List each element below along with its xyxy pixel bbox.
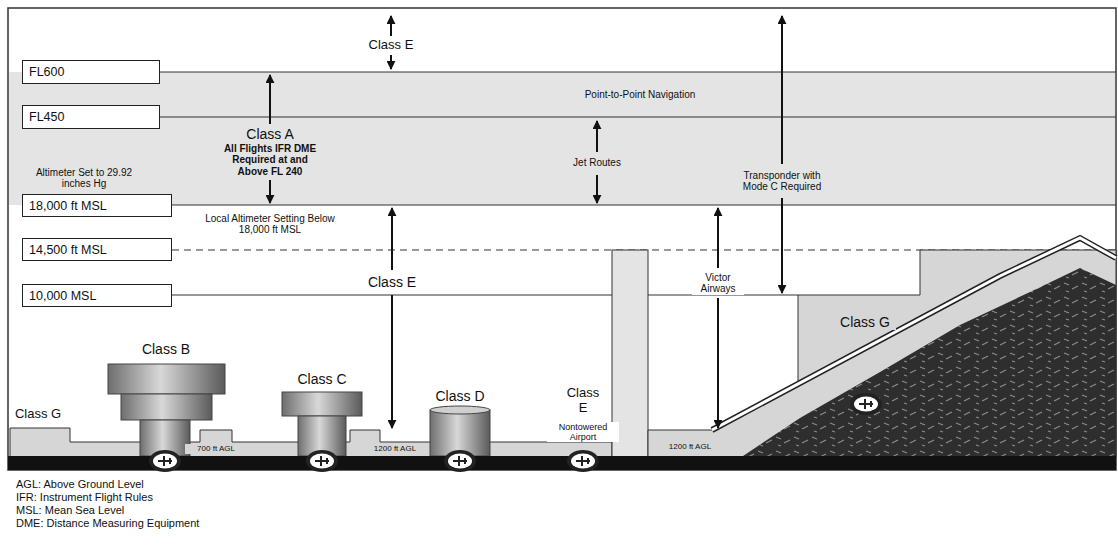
airport-note: Nontowered Airport <box>547 422 619 443</box>
altimeter-note: Altimeter Set to 29.92 inches Hg <box>32 167 136 190</box>
abbreviation: IFR: Instrument Flight Rules <box>14 491 155 504</box>
airspace-class: Class E <box>562 386 604 416</box>
route-note: Jet Routes <box>562 157 632 169</box>
altitude-text: 14,500 ft MSL <box>29 243 107 257</box>
altitude-box: FL450 <box>22 105 160 129</box>
abbreviation: AGL: Above Ground Level <box>14 478 146 491</box>
floor-height: 700 ft AGL <box>185 444 247 453</box>
altitude-box: 14,500 ft MSL <box>22 238 172 261</box>
altitude-text: 18,000 ft MSL <box>29 199 107 213</box>
requirement-note: Transponder with Mode C Required <box>734 170 830 193</box>
altitude-text: 10,000 MSL <box>29 289 96 303</box>
altitude-text: FL450 <box>29 110 64 124</box>
navigation-note: Point-to-Point Navigation <box>560 89 720 101</box>
airspace-class: Class E <box>361 274 423 290</box>
altimeter-note: Local Altimeter Setting Below 18,000 ft … <box>195 213 345 236</box>
airspace-class: Class D <box>425 388 495 404</box>
route-note: Victor Airways <box>692 272 744 295</box>
airspace-class: Class G <box>11 407 65 422</box>
airport-symbol <box>306 450 338 472</box>
altitude-box: 10,000 MSL <box>22 284 172 307</box>
airport-symbol <box>149 450 181 472</box>
airspace-class: Class G <box>834 314 896 330</box>
altitude-box: 18,000 ft MSL <box>22 194 172 217</box>
altitude-box: FL600 <box>22 60 160 84</box>
airspace-class: Class E <box>360 38 422 53</box>
floor-height: 1200 ft AGL <box>659 442 721 451</box>
requirement-note: All Flights IFR DME Required at and Abov… <box>214 143 326 178</box>
airspace-class: Class B <box>131 341 201 357</box>
airspace-class: Class C <box>287 371 357 387</box>
airport-symbol <box>444 450 476 472</box>
abbreviation: DME: Distance Measuring Equipment <box>14 517 201 530</box>
altitude-text: FL600 <box>29 65 64 79</box>
airport-symbol <box>567 450 599 472</box>
floor-height: 1200 ft AGL <box>365 444 425 453</box>
abbreviation: MSL: Mean Sea Level <box>14 504 126 517</box>
airspace-class: Class A <box>230 126 310 142</box>
airport-symbol <box>850 393 882 415</box>
